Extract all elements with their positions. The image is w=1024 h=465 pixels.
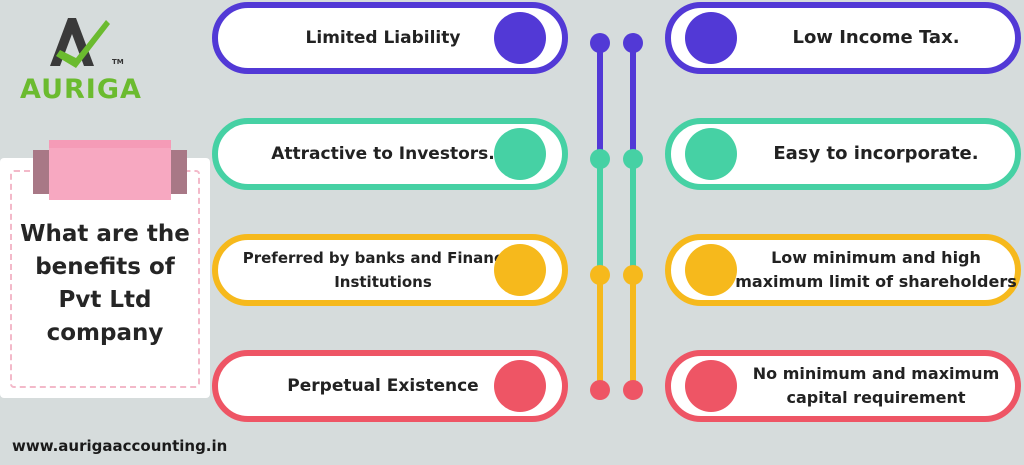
pink-ribbon-decoration xyxy=(33,140,187,200)
auriga-logo: TM AURIGA xyxy=(18,14,142,106)
benefit-easy-to-incorporate: Easy to incorporate. xyxy=(665,118,1021,190)
benefit-dot xyxy=(494,128,546,180)
benefit-limited-liability: Limited Liability xyxy=(212,2,568,74)
website-url: www.aurigaaccounting.in xyxy=(12,437,228,455)
benefit-dot xyxy=(494,244,546,296)
benefit-label: Low minimum and high maximum limit of sh… xyxy=(735,248,1017,291)
benefit-dot xyxy=(685,128,737,180)
benefit-no-capital-requirement: No minimum and maximum capital requireme… xyxy=(665,350,1021,422)
benefit-attractive-to-investors: Attractive to Investors. xyxy=(212,118,568,190)
center-connector-lines xyxy=(590,33,643,400)
auriga-a-check-icon xyxy=(50,18,110,68)
benefit-dot xyxy=(685,360,737,412)
benefit-dot xyxy=(494,12,546,64)
benefit-preferred-by-banks: Preferred by banks and Financial Institu… xyxy=(212,234,568,306)
benefit-dot xyxy=(685,244,737,296)
benefit-low-income-tax: Low Income Tax. xyxy=(665,2,1021,74)
benefit-label: No minimum and maximum capital requireme… xyxy=(752,364,1000,407)
benefit-label: Perpetual Existence xyxy=(287,376,479,396)
benefit-label: Attractive to Investors. xyxy=(271,144,495,164)
benefit-label: Low Income Tax. xyxy=(792,27,960,48)
page-title: What are the benefits of Pvt Ltd company xyxy=(20,221,190,346)
benefit-dot xyxy=(685,12,737,64)
benefit-shareholder-limits: Low minimum and high maximum limit of sh… xyxy=(665,234,1021,306)
benefit-label: Preferred by banks and Financial Institu… xyxy=(242,249,524,291)
benefit-label: Easy to incorporate. xyxy=(773,143,979,164)
trademark-mark: TM xyxy=(112,58,124,66)
benefit-dot xyxy=(494,360,546,412)
benefit-label: Limited Liability xyxy=(305,28,461,48)
benefit-perpetual-existence: Perpetual Existence xyxy=(212,350,568,422)
brand-name: AURIGA xyxy=(20,74,142,105)
